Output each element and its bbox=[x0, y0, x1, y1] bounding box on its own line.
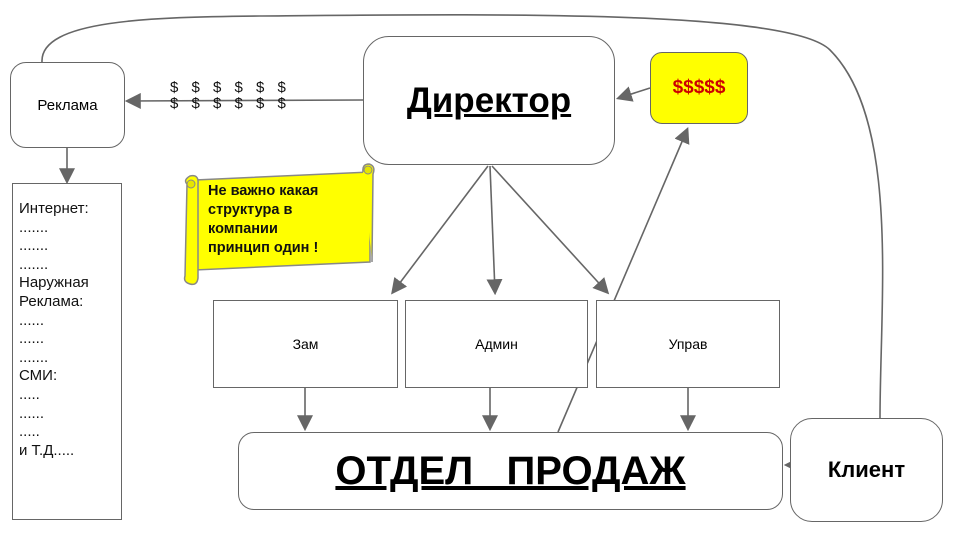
note-line: принцип один ! bbox=[208, 240, 319, 256]
list-item: ..... bbox=[19, 423, 40, 441]
admin-label: Админ bbox=[475, 336, 518, 352]
note-line: Не важно какая bbox=[208, 183, 319, 199]
reklama-label: Реклама bbox=[37, 96, 98, 114]
list-item: Наружная bbox=[19, 274, 89, 292]
arrow-director-to-admin bbox=[486, 165, 503, 296]
list-item: ...... bbox=[19, 404, 45, 422]
list-item: Реклама: bbox=[19, 292, 84, 310]
arrow-director-to-uprav bbox=[491, 165, 610, 295]
dollar-row: $ $ $ $ $ $ bbox=[170, 95, 286, 112]
curve-client-to-reklama bbox=[41, 14, 884, 419]
arrow-director-to-reklama bbox=[124, 92, 364, 109]
director-node: Директор bbox=[363, 36, 615, 165]
list-item: ...... bbox=[19, 311, 45, 329]
client-node: Клиент bbox=[790, 418, 943, 522]
sales-label: ОТДЕЛ ПРОДАЖ bbox=[335, 448, 686, 493]
list-item: ....... bbox=[19, 218, 49, 236]
list-item: ....... bbox=[19, 255, 49, 273]
uprav-label: Управ bbox=[668, 336, 708, 352]
money-node: $$$$$ bbox=[650, 52, 748, 124]
director-label: Директор bbox=[406, 80, 572, 120]
list-item: ....... bbox=[19, 237, 49, 255]
client-label: Клиент bbox=[827, 457, 906, 482]
reklama-node: Реклама bbox=[10, 62, 125, 148]
dollar-row: $ $ $ $ $ $ bbox=[170, 79, 286, 96]
zam-label: Зам bbox=[292, 336, 319, 352]
list-item: Интернет: bbox=[19, 200, 89, 217]
note-line: компании bbox=[208, 221, 278, 237]
arrow-director-to-zam bbox=[391, 165, 489, 295]
money-label: $$$$$ bbox=[672, 77, 726, 98]
list-item: ...... bbox=[19, 330, 45, 348]
list-item: и Т.Д..... bbox=[19, 441, 75, 459]
list-item: ..... bbox=[19, 385, 40, 403]
uprav-node: Управ bbox=[596, 300, 780, 388]
list-item: ....... bbox=[19, 348, 49, 366]
channels-list: Интернет: ....... ....... ....... Наружн… bbox=[12, 183, 122, 520]
scroll-note: Не важно какая структура в компании прин… bbox=[208, 182, 318, 258]
money-flow-label: $ $ $ $ $ $ $ $ $ $ $ $ bbox=[170, 80, 286, 112]
zam-node: Зам bbox=[213, 300, 398, 388]
sales-node: ОТДЕЛ ПРОДАЖ bbox=[238, 432, 783, 510]
admin-node: Админ bbox=[405, 300, 588, 388]
note-line: структура в bbox=[208, 202, 293, 218]
arrow-money-to-director bbox=[615, 86, 651, 102]
list-item: СМИ: bbox=[19, 367, 58, 385]
